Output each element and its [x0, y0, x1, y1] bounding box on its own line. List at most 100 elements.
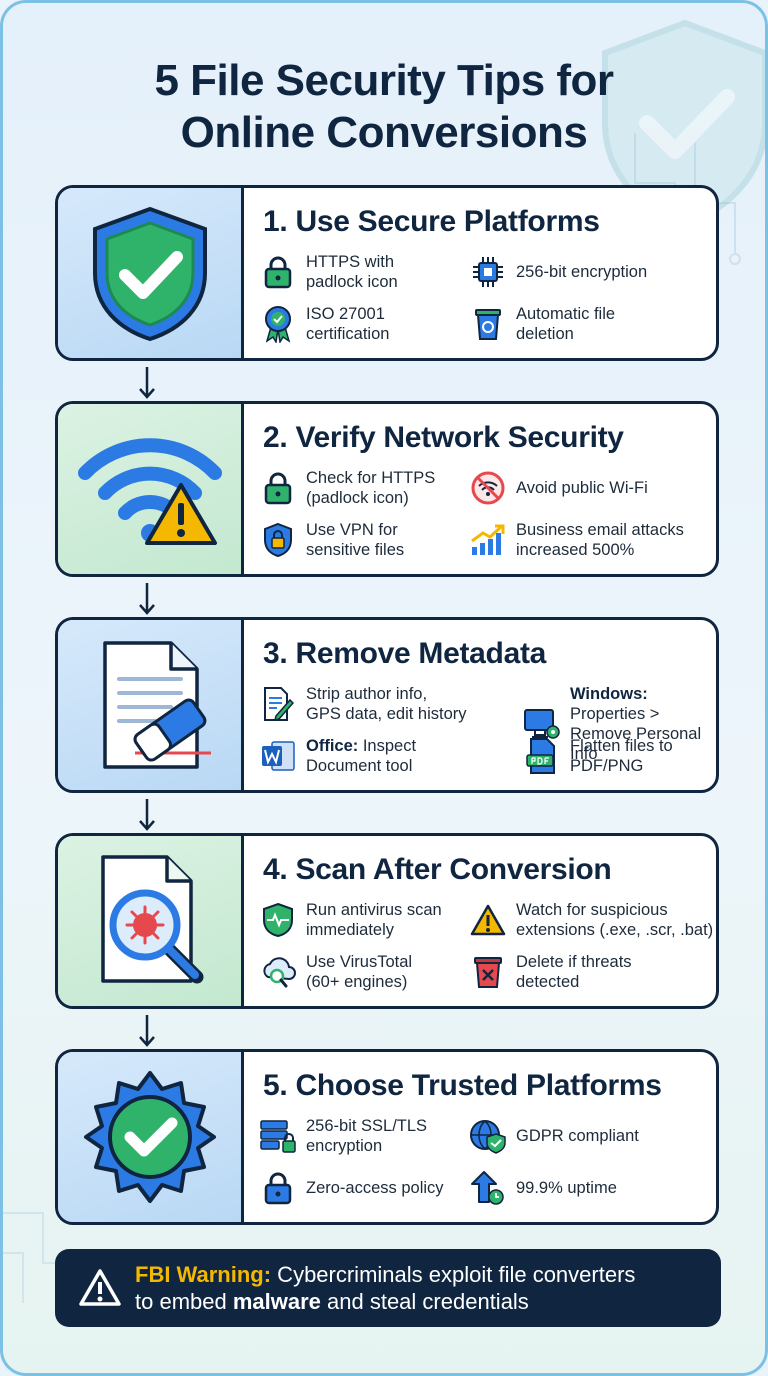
- fbi-warning-text: FBI Warning: Cybercriminals exploit file…: [135, 1261, 635, 1315]
- tip-4-item-1-text: Run antivirus scan immediately: [306, 901, 442, 939]
- tip-1-item-4-text: Automatic file deletion: [516, 305, 616, 343]
- tip-3-item-1-text: Strip author info, GPS data, edit histor…: [306, 685, 467, 723]
- globe-shield-icon: [468, 1116, 508, 1156]
- tip-4-item-2-text: Watch for suspicious extensions (.exe, .…: [516, 901, 714, 939]
- tip-3-item-1: Strip author info, GPS data, edit histor…: [258, 684, 467, 724]
- warning-icon: [468, 900, 508, 940]
- tip-card-5: 5. Choose Trusted Platforms 256-bit SSL/…: [55, 1049, 719, 1225]
- tip-4-illustration: [58, 836, 244, 1006]
- tip-1-item-2: 256-bit encryption: [468, 252, 647, 292]
- tip-4-item-3: Use VirusTotal (60+ engines): [258, 952, 412, 992]
- fbi-warning-text-3: and steal credentials: [320, 1289, 529, 1314]
- tip-3-item-3-bold: Office:: [306, 737, 359, 755]
- fbi-warning-label: FBI Warning:: [135, 1262, 272, 1287]
- tip-2-item-4: Business email attacks increased 500%: [468, 520, 684, 560]
- uptime-arrow-icon: [468, 1168, 508, 1208]
- shield-check-icon: [92, 206, 207, 342]
- padlock-icon: [258, 1168, 298, 1208]
- tip-2-item-4-text: Business email attacks increased 500%: [516, 521, 684, 559]
- tip-2-item-1-text: Check for HTTPS (padlock icon): [306, 469, 436, 507]
- flow-arrow-icon: [139, 583, 155, 615]
- tip-3-item-4: Flatten files to PDF/PNG: [522, 736, 673, 776]
- warning-icon: [65, 1268, 135, 1308]
- flow-arrow-icon: [139, 1015, 155, 1047]
- tip-5-heading: 5. Choose Trusted Platforms: [263, 1069, 662, 1102]
- server-lock-icon: [258, 1116, 298, 1156]
- tip-4-item-1: Run antivirus scan immediately: [258, 900, 442, 940]
- tip-2-illustration: [58, 404, 244, 574]
- word-icon: [258, 736, 298, 776]
- no-wifi-icon: [468, 468, 508, 508]
- title-line-1: 5 File Security Tips for: [154, 56, 614, 105]
- tip-3-item-3-rest: Inspect Document tool: [306, 737, 417, 775]
- tip-4-heading: 4. Scan After Conversion: [263, 853, 612, 886]
- verified-badge-icon: [83, 1071, 216, 1203]
- flow-arrow-icon: [139, 799, 155, 831]
- tip-card-1: 1. Use Secure Platforms HTTPS with padlo…: [55, 185, 719, 361]
- tip-1-item-1: HTTPS with padlock icon: [258, 252, 398, 292]
- tip-4-item-4: Delete if threats detected: [468, 952, 632, 992]
- pdf-file-icon: [522, 736, 562, 776]
- tip-4-item-4-text: Delete if threats detected: [516, 953, 632, 991]
- fbi-warning-banner: FBI Warning: Cybercriminals exploit file…: [55, 1249, 721, 1327]
- tip-1-item-3-text: ISO 27001 certification: [306, 305, 390, 343]
- tip-2-item-3-text: Use VPN for sensitive files: [306, 521, 405, 559]
- tip-1-item-3: ISO 27001 certification: [258, 304, 389, 344]
- chip-icon: [468, 252, 508, 292]
- document-eraser-icon: [102, 641, 211, 769]
- flow-arrow-icon: [139, 367, 155, 399]
- vpn-shield-icon: [258, 520, 298, 560]
- tip-4-item-2: Watch for suspicious extensions (.exe, .…: [468, 900, 713, 940]
- tip-card-3: 3. Remove Metadata Strip author info, GP…: [55, 617, 719, 793]
- tip-1-heading: 1. Use Secure Platforms: [263, 205, 600, 238]
- page-title: 5 File Security Tips for Online Conversi…: [3, 55, 765, 159]
- tip-4-item-3-text: Use VirusTotal (60+ engines): [306, 953, 413, 991]
- wifi-warning-icon: [77, 438, 222, 545]
- tip-5-item-1: 256-bit SSL/TLS encryption: [258, 1116, 427, 1156]
- tip-5-item-2: GDPR compliant: [468, 1116, 639, 1156]
- tip-5-item-3: Zero-access policy: [258, 1168, 444, 1208]
- tip-3-item-3-text: Office: Inspect Document tool: [306, 736, 416, 776]
- tip-5-item-4-text: 99.9% uptime: [516, 1179, 617, 1197]
- tip-1-item-1-text: HTTPS with padlock icon: [306, 253, 398, 291]
- tip-5-item-2-text: GDPR compliant: [516, 1127, 639, 1145]
- virus-scan-icon: [100, 855, 203, 984]
- tip-3-item-2: Windows: Properties > Remove Personal In…: [522, 684, 716, 764]
- tip-card-4: 4. Scan After Conversion Run antivirus s…: [55, 833, 719, 1009]
- tip-3-illustration: [58, 620, 244, 790]
- certificate-badge-icon: [258, 304, 298, 344]
- tip-5-item-1-text: 256-bit SSL/TLS encryption: [306, 1117, 428, 1155]
- tip-2-item-2-text: Avoid public Wi-Fi: [516, 479, 648, 497]
- tip-5-item-4: 99.9% uptime: [468, 1168, 617, 1208]
- tip-3-heading: 3. Remove Metadata: [263, 637, 547, 670]
- tip-3-item-4-text: Flatten files to PDF/PNG: [570, 737, 673, 775]
- tip-5-item-3-text: Zero-access policy: [306, 1179, 444, 1197]
- trash-recycle-icon: [468, 304, 508, 344]
- tip-2-item-2: Avoid public Wi-Fi: [468, 468, 648, 508]
- tip-3-item-3: Office: Inspect Document tool: [258, 736, 416, 776]
- edit-document-icon: [258, 684, 298, 724]
- tip-1-illustration: [58, 188, 244, 358]
- delete-bin-icon: [468, 952, 508, 992]
- fbi-warning-bold: malware: [232, 1289, 321, 1314]
- fbi-warning-text-2: to embed: [135, 1289, 233, 1314]
- tip-1-item-2-text: 256-bit encryption: [516, 263, 648, 281]
- tip-5-illustration: [58, 1052, 244, 1222]
- tip-3-item-2-bold: Windows:: [570, 685, 648, 703]
- tip-2-item-3: Use VPN for sensitive files: [258, 520, 404, 560]
- monitor-settings-icon: [522, 704, 562, 744]
- rising-chart-icon: [468, 520, 508, 560]
- tip-2-item-1: Check for HTTPS (padlock icon): [258, 468, 435, 508]
- tip-1-item-4: Automatic file deletion: [468, 304, 615, 344]
- tip-3-item-2-text: Windows: Properties > Remove Personal In…: [570, 684, 716, 764]
- fbi-warning-text-1: Cybercriminals exploit file converters: [271, 1262, 636, 1287]
- padlock-icon: [258, 252, 298, 292]
- cloud-search-icon: [258, 952, 298, 992]
- tip-card-2: 2. Verify Network Security Check for HTT…: [55, 401, 719, 577]
- title-line-2: Online Conversions: [180, 108, 588, 157]
- tip-2-heading: 2. Verify Network Security: [263, 421, 624, 454]
- antivirus-shield-icon: [258, 900, 298, 940]
- padlock-icon: [258, 468, 298, 508]
- tip-3-item-2-rest: Properties > Remove Personal Info: [570, 705, 702, 763]
